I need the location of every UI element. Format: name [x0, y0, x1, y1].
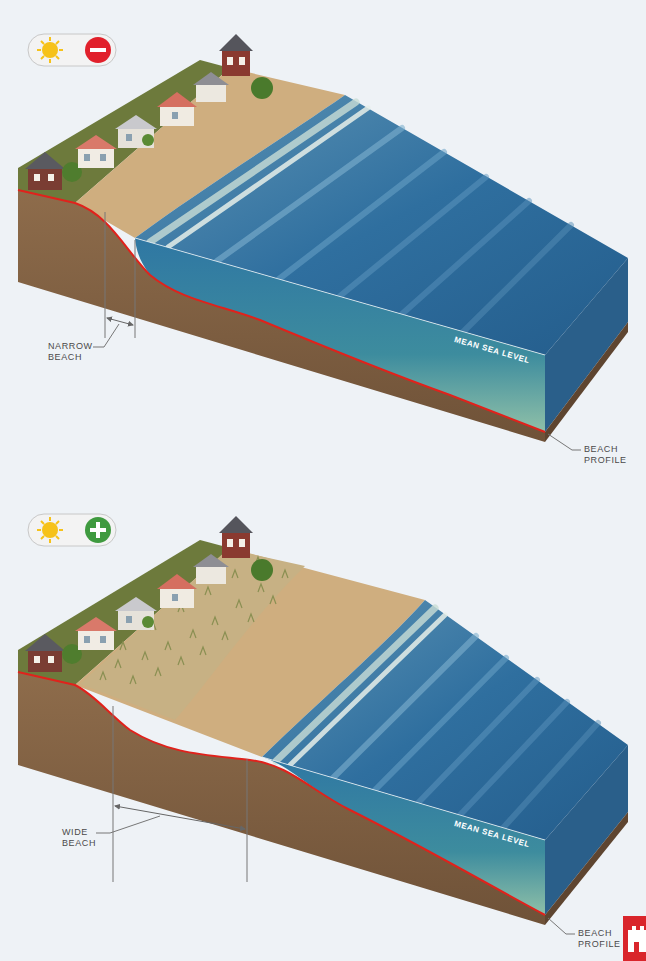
- logo-box: [623, 916, 646, 961]
- dimension-line: [113, 706, 247, 882]
- soil-section: [18, 190, 545, 442]
- corps-logo: [623, 916, 646, 961]
- minus-sign: [90, 48, 106, 52]
- plus-icon: [85, 517, 111, 543]
- leader-line: [548, 434, 581, 450]
- sea-level-label: MEAN SEA LEVEL: [453, 818, 531, 850]
- houses: [0, 482, 646, 672]
- callout-label: BEACH PROFILE: [578, 928, 622, 950]
- sea-level-label: MEAN SEA LEVEL: [453, 334, 531, 366]
- sun-disc: [42, 42, 58, 58]
- sea-level-line: [135, 238, 545, 355]
- sun-icon: [37, 517, 63, 543]
- wave: [375, 658, 506, 790]
- dimension-line: [105, 212, 135, 338]
- logo-door: [634, 942, 639, 952]
- water-section: [135, 238, 545, 432]
- soil-side: [545, 322, 628, 442]
- beach-profile-line: [18, 190, 545, 432]
- wave: [402, 201, 529, 314]
- sun-icon: [37, 37, 63, 63]
- wave: [217, 128, 402, 261]
- wave: [418, 680, 537, 803]
- sun-rays: [37, 517, 63, 543]
- icon-pill: [28, 34, 116, 66]
- wave: [340, 177, 486, 296]
- callout-label: BEACH PROFILE: [584, 444, 628, 466]
- sun-rays: [37, 37, 63, 63]
- soil-section: [18, 672, 545, 925]
- dimension-arrow: [107, 318, 133, 325]
- wave: [460, 702, 567, 815]
- wave: [463, 225, 571, 332]
- dimension-label: NARROW BEACH: [48, 341, 92, 363]
- minus-icon: [85, 37, 111, 63]
- leader-line: [93, 324, 119, 347]
- icon-pill: [28, 514, 116, 546]
- wave: [279, 152, 444, 279]
- plus-sign: [90, 522, 106, 538]
- houses: [0, 0, 646, 190]
- logo-castle: [628, 926, 646, 952]
- dimension-label: WIDE BEACH: [62, 827, 96, 849]
- dimension-arrow: [115, 806, 245, 829]
- beach-profile-line: [18, 672, 545, 915]
- leader-line: [96, 816, 160, 833]
- sea-level-line: [262, 757, 545, 840]
- sun-disc: [42, 522, 58, 538]
- leader-line: [548, 918, 575, 934]
- soil-side: [545, 812, 628, 925]
- foam: [276, 608, 435, 761]
